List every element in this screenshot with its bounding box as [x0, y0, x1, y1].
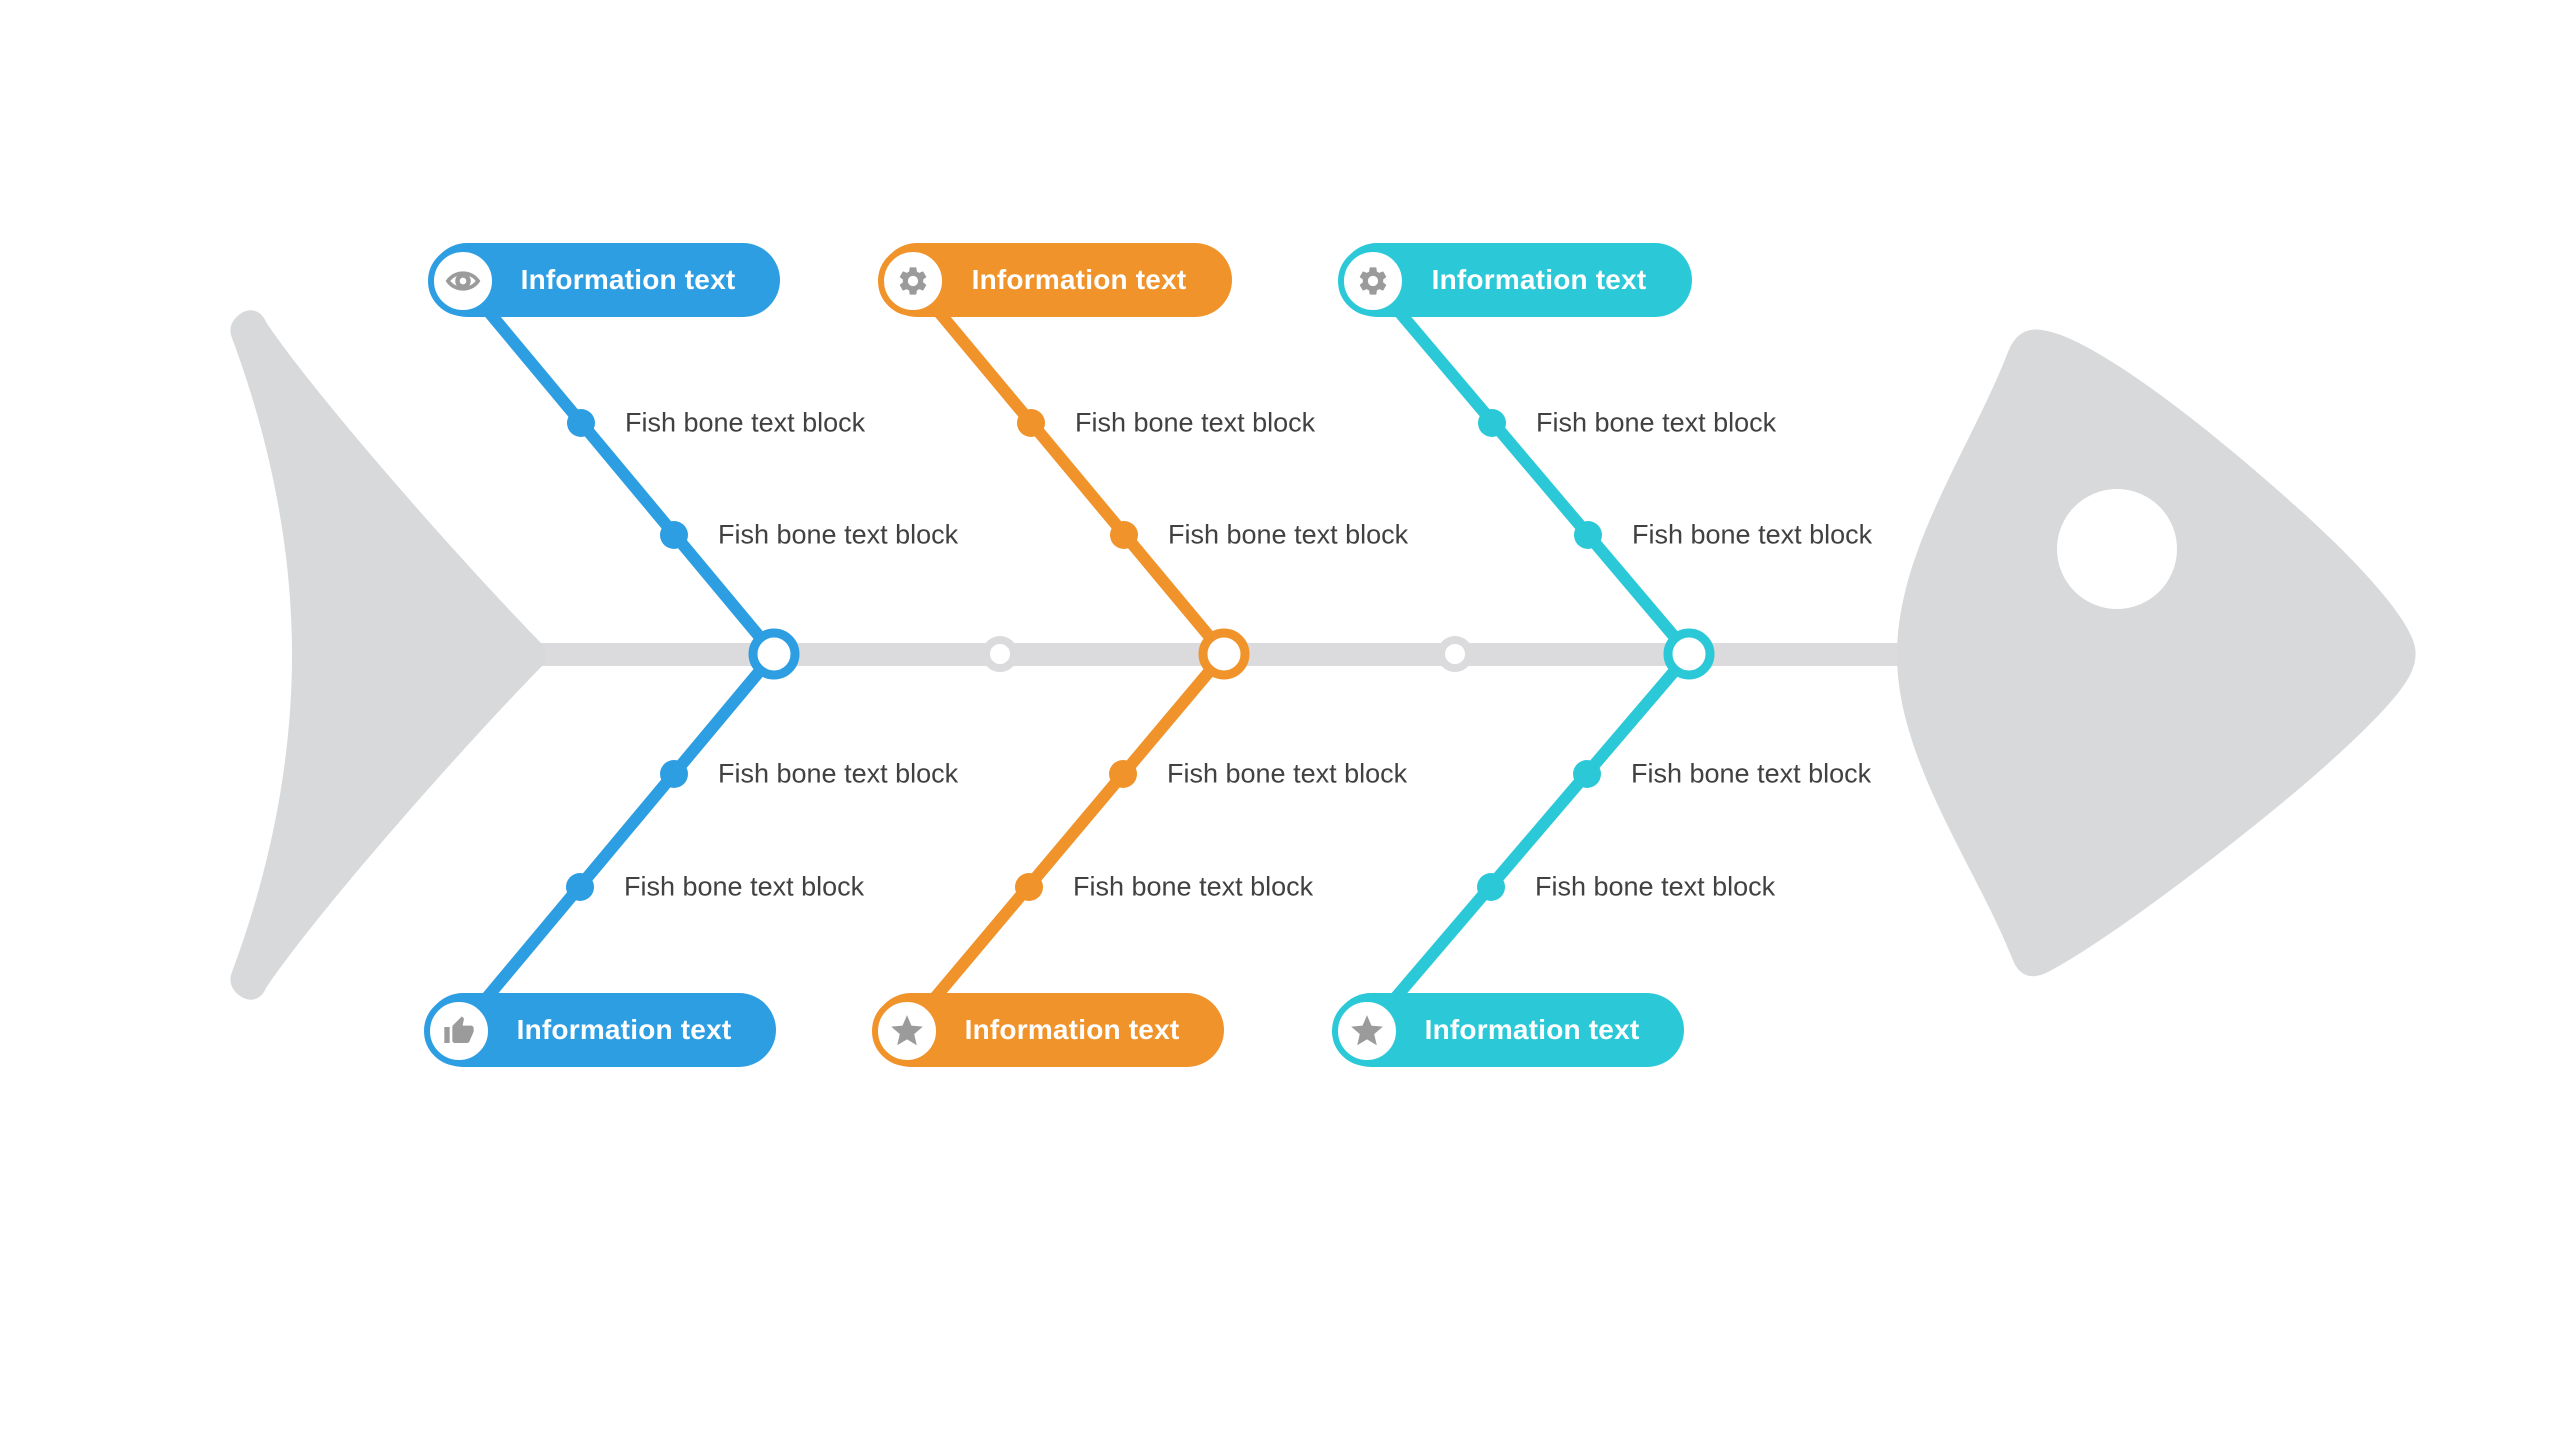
bone-line-top — [457, 275, 780, 660]
bone-label: Fish bone text block — [1073, 871, 1314, 902]
bone-dot — [567, 409, 595, 437]
pill-label: Information text — [520, 264, 736, 295]
junction-node — [1663, 628, 1715, 680]
bone-label: Fish bone text block — [625, 407, 866, 438]
bone-line-bottom — [901, 648, 1230, 1037]
bone-label: Fish bone text block — [1535, 871, 1776, 902]
pill-icon-badge — [1338, 246, 1408, 316]
bone-dot — [1574, 521, 1602, 549]
bone-label: Fish bone text block — [1536, 407, 1777, 438]
info-pill-blue-bottom: Information text — [424, 993, 776, 1067]
bone-dot — [1017, 409, 1045, 437]
info-pill-orange-top: Information text — [878, 243, 1232, 317]
branch-blue — [453, 275, 800, 1037]
pill-label: Information text — [1424, 1014, 1640, 1045]
pill-label: Information text — [1431, 264, 1647, 295]
bone-dot — [660, 760, 688, 788]
bone-dot — [1478, 409, 1506, 437]
bone-label: Fish bone text block — [1167, 758, 1408, 789]
junction-node — [748, 628, 800, 680]
info-pill-cyan-bottom: Information text — [1332, 993, 1684, 1067]
gear-icon — [899, 267, 927, 295]
pill-icon-badge — [428, 246, 498, 316]
pill-label: Information text — [516, 1014, 732, 1045]
info-pill-orange-bottom: Information text — [872, 993, 1224, 1067]
bone-dot — [1110, 521, 1138, 549]
bone-line-top — [907, 275, 1230, 660]
bone-dot — [1477, 873, 1505, 901]
star-icon — [891, 1015, 923, 1046]
bone-label: Fish bone text block — [1075, 407, 1316, 438]
bone-label: Fish bone text block — [1632, 519, 1873, 550]
pill-icon-badge — [872, 996, 942, 1066]
bone-line-bottom — [453, 648, 780, 1037]
info-pill-cyan-top: Information text — [1338, 243, 1692, 317]
pill-label: Information text — [964, 1014, 1180, 1045]
bone-dot — [1015, 873, 1043, 901]
eye-icon — [445, 271, 481, 291]
info-pill-blue-top: Information text — [428, 243, 780, 317]
branch-orange — [901, 275, 1250, 1037]
spine-node — [982, 636, 1018, 672]
junction-node — [1198, 628, 1250, 680]
gear-icon — [1359, 267, 1387, 295]
fish-head-eye-hole — [2057, 489, 2177, 609]
bone-line-bottom — [1361, 648, 1695, 1037]
bone-label: Fish bone text block — [624, 871, 865, 902]
bone-label: Fish bone text block — [718, 519, 959, 550]
pill-icon-badge — [1332, 996, 1402, 1066]
bone-dot — [660, 521, 688, 549]
spine-node — [1437, 636, 1473, 672]
fish-tail — [230, 310, 547, 1000]
pill-label: Information text — [971, 264, 1187, 295]
bone-label: Fish bone text block — [718, 758, 959, 789]
thumbs-up-icon — [444, 1016, 474, 1043]
pill-icon-badge — [878, 246, 948, 316]
bone-label: Fish bone text block — [1168, 519, 1409, 550]
bone-label: Fish bone text block — [1631, 758, 1872, 789]
pill-icon-badge — [424, 996, 494, 1066]
branch-cyan — [1361, 275, 1715, 1037]
fish-head — [1897, 329, 2416, 977]
star-icon — [1351, 1015, 1383, 1046]
bone-line-top — [1367, 275, 1695, 660]
bone-dot — [1573, 760, 1601, 788]
bone-dot — [566, 873, 594, 901]
bone-dot — [1109, 760, 1137, 788]
